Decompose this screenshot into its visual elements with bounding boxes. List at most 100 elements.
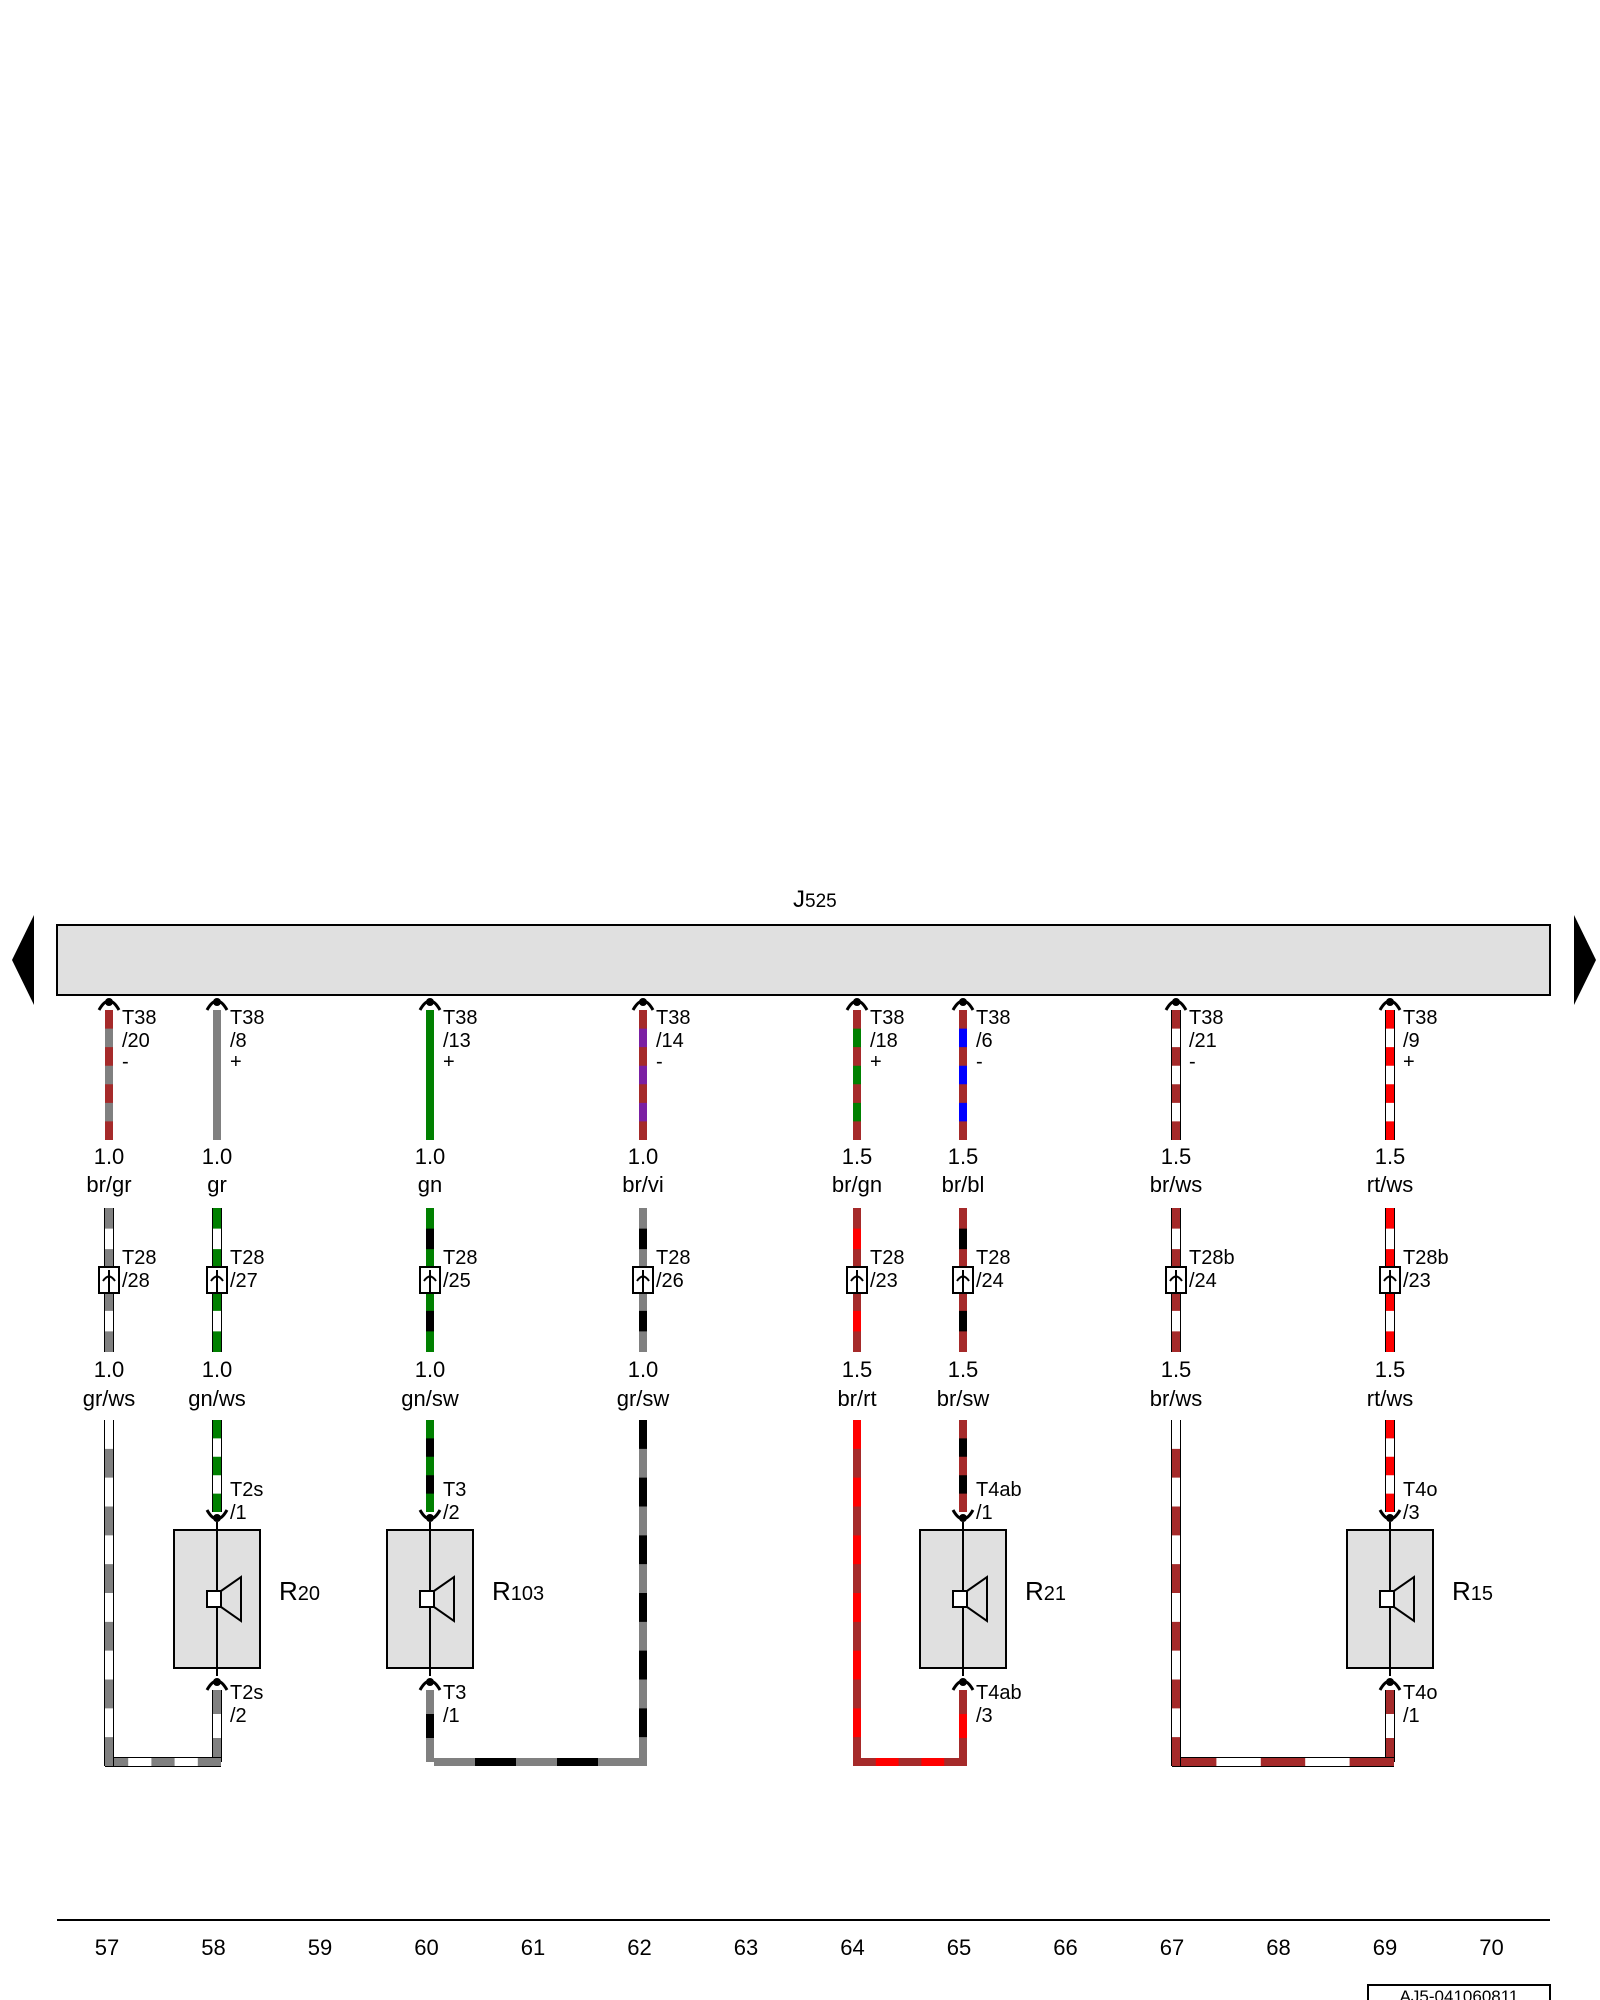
inline-pin-label: /24 [1189,1270,1217,1292]
fork-dot [1386,1678,1394,1686]
column-number: 57 [95,1935,119,1960]
top-connector-label: T38 [1189,1007,1223,1029]
column-number: 59 [308,1935,332,1960]
speaker-bottom-connector: T4ab [976,1682,1022,1704]
speaker-label: R15 [1452,1576,1493,1606]
inline-connector-label: T28 [976,1247,1010,1269]
speaker-bottom-pin: /1 [443,1705,460,1727]
connector-fork-icon [631,998,655,1011]
connector-fork-icon [205,1509,229,1522]
top-connector-label: T38 [122,1007,156,1029]
inline-connector-icon [98,1266,120,1294]
speaker-label-sub: 15 [1471,1583,1493,1605]
column-number: 66 [1053,1935,1077,1960]
control-unit: J525 [12,886,1596,1005]
fork-dot [213,1678,221,1686]
fork-dot [959,1678,967,1686]
speaker-magnet [419,1590,435,1608]
column-number: 58 [201,1935,225,1960]
connector-fork-icon [205,998,229,1011]
wire-size-upper: 1.0 [202,1144,233,1169]
fork-dot [426,1514,434,1522]
inline-connector-icon [632,1266,654,1294]
speaker-magnet [1379,1590,1395,1608]
connector-fork-icon [1378,998,1402,1011]
connector-fork-icon [97,998,121,1011]
speaker-cone [1393,1575,1415,1623]
inline-arc [850,1275,864,1282]
connector-fork-icon [1378,1509,1402,1522]
column-number: 69 [1373,1935,1397,1960]
connector-fork-icon [951,1509,975,1522]
speaker-magnet [206,1590,222,1608]
connector-fork-icon [418,1678,442,1691]
speaker-icon [419,1575,455,1623]
speaker-top-connector: T3 [443,1479,466,1501]
inline-connector-icon [952,1266,974,1294]
column-number: 70 [1479,1935,1503,1960]
reference-code: AJ5-041060811 [1400,1987,1519,2000]
inline-arc [1169,1275,1183,1282]
reference-box [1367,1984,1551,2000]
top-pin-label: /20 [122,1030,150,1052]
inline-connector-icon [419,1266,441,1294]
polarity-label: - [976,1051,983,1073]
inline-arc [636,1275,650,1282]
wire-size-upper: 1.5 [842,1144,873,1169]
fork-dot [1386,1514,1394,1522]
wire-size-lower: 1.0 [628,1357,659,1382]
fork-dot [959,998,967,1006]
speaker-magnet [952,1590,968,1608]
wire-color-upper: br/gr [86,1172,131,1197]
triangle-left-icon [12,915,34,1005]
fork-dot [426,998,434,1006]
fork-dot [1172,998,1180,1006]
wire-group [97,998,1402,1353]
column-number: 65 [947,1935,971,1960]
inline-connector-icon [1165,1266,1187,1294]
connector-fork-icon [951,1678,975,1691]
wire-size-upper: 1.0 [415,1144,446,1169]
speaker-label: R20 [279,1576,320,1606]
fork-dot [1386,998,1394,1006]
wire-size-lower: 1.0 [94,1357,125,1382]
ecu-label-sub: 525 [805,891,837,912]
inline-arc [1383,1275,1397,1282]
wire-5 [845,998,869,1352]
wire-color-upper: br/gn [832,1172,882,1197]
column-number: 62 [627,1935,651,1960]
column-number: 63 [734,1935,758,1960]
fork-dot [853,998,861,1006]
top-pin-label: /6 [976,1030,993,1052]
connector-fork-icon [845,998,869,1011]
wire-2 [205,998,229,1353]
speaker-label-sub: 103 [511,1583,544,1605]
inline-arc [210,1275,224,1282]
top-connector-label: T38 [230,1007,264,1029]
column-number: 60 [414,1935,438,1960]
speaker-top-pin: /1 [976,1502,993,1524]
wire-size-upper: 1.0 [94,1144,125,1169]
wire-size-lower: 1.0 [415,1357,446,1382]
wire-color-lower: rt/ws [1367,1386,1413,1411]
speaker-cone [966,1575,988,1623]
fork-dot [213,998,221,1006]
wire-color-upper: gr [207,1172,227,1197]
speaker-cone [433,1575,455,1623]
speaker-icon [1379,1575,1415,1623]
top-pin-label: /14 [656,1030,684,1052]
speaker-label-main: R [279,1576,298,1606]
wire-8 [1378,998,1402,1353]
column-number: 61 [521,1935,545,1960]
speaker-top-connector: T2s [230,1479,263,1501]
top-connector-label: T38 [656,1007,690,1029]
